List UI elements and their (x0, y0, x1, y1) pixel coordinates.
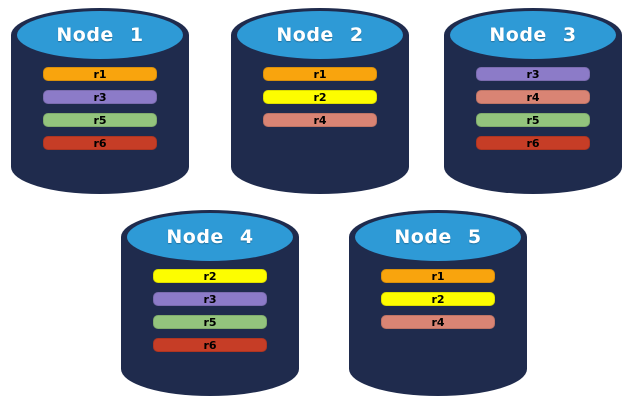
replica-bar-r3: r3 (43, 90, 157, 104)
node-cylinder-5: Node 5 r1 r2 r4 (349, 210, 527, 396)
replica-bar-r1: r1 (263, 67, 377, 81)
replica-bar-r6: r6 (43, 136, 157, 150)
replica-bar-r4: r4 (381, 315, 495, 329)
replica-bar-r5: r5 (153, 315, 267, 329)
cylinder-top-ellipse: Node 1 (17, 11, 183, 59)
node-title: Node 4 (166, 226, 254, 248)
replica-bar-r2: r2 (153, 269, 267, 283)
replica-list: r1 r2 r4 (231, 67, 409, 127)
node-title: Node 3 (489, 24, 577, 46)
replica-bar-r1: r1 (43, 67, 157, 81)
replica-bar-r3: r3 (153, 292, 267, 306)
cylinder-top-ellipse: Node 3 (450, 11, 616, 59)
replica-list: r2 r3 r5 r6 (121, 269, 299, 352)
replica-bar-r4: r4 (263, 113, 377, 127)
node-cylinder-3: Node 3 r3 r4 r5 r6 (444, 8, 622, 194)
node-cylinder-4: Node 4 r2 r3 r5 r6 (121, 210, 299, 396)
cylinder-top-ellipse: Node 5 (355, 213, 521, 261)
replica-list: r3 r4 r5 r6 (444, 67, 622, 150)
node-title: Node 5 (394, 226, 482, 248)
replica-bar-r5: r5 (476, 113, 590, 127)
node-cylinder-2: Node 2 r1 r2 r4 (231, 8, 409, 194)
cylinder-top-ellipse: Node 4 (127, 213, 293, 261)
replica-bar-r4: r4 (476, 90, 590, 104)
replica-bar-r6: r6 (153, 338, 267, 352)
node-title: Node 1 (56, 24, 144, 46)
replica-bar-r2: r2 (263, 90, 377, 104)
replica-bar-r6: r6 (476, 136, 590, 150)
node-title: Node 2 (276, 24, 364, 46)
replica-bar-r5: r5 (43, 113, 157, 127)
node-cylinder-1: Node 1 r1 r3 r5 r6 (11, 8, 189, 194)
replica-list: r1 r2 r4 (349, 269, 527, 329)
cylinder-top-ellipse: Node 2 (237, 11, 403, 59)
replica-list: r1 r3 r5 r6 (11, 67, 189, 150)
replica-bar-r2: r2 (381, 292, 495, 306)
replica-bar-r3: r3 (476, 67, 590, 81)
replica-bar-r1: r1 (381, 269, 495, 283)
